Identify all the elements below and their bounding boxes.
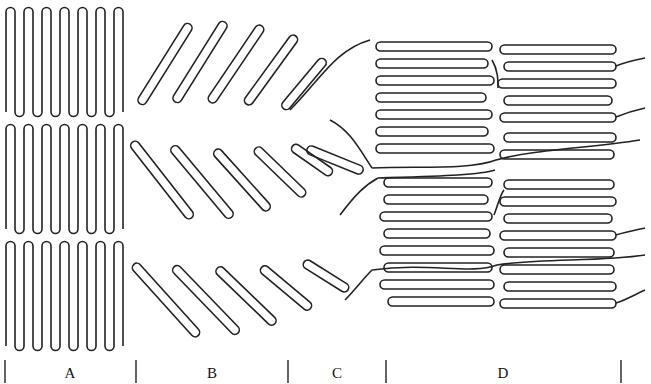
region-label: D [498,366,509,381]
folded-chains [6,8,645,351]
region-label: A [65,366,76,381]
region-label: C [332,366,342,381]
region-label: B [207,366,217,381]
region-ticks [5,360,621,383]
